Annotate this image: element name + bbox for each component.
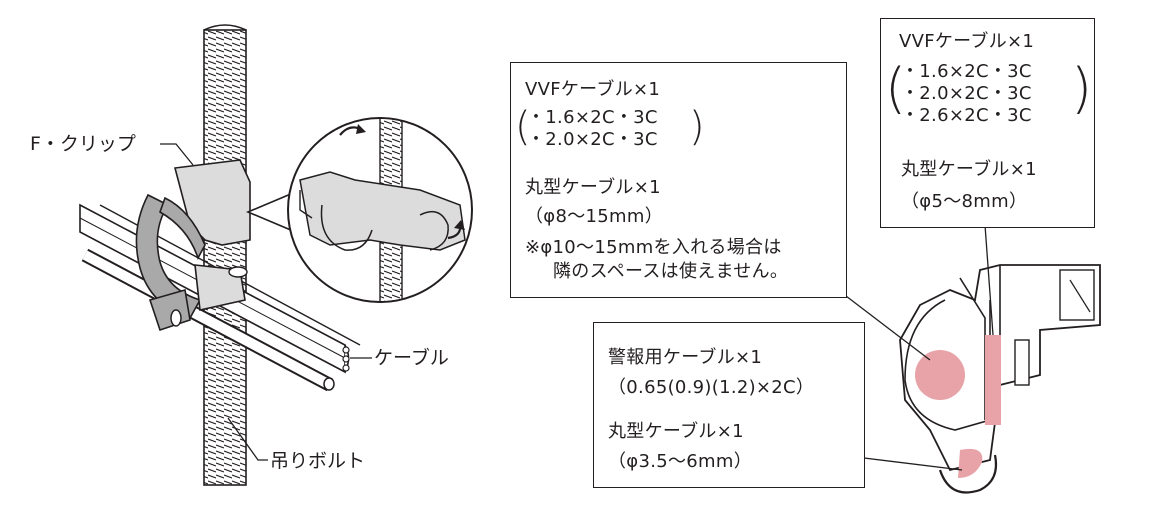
leader-hanging-bolt: [227, 417, 268, 461]
cable-label: ケーブル: [374, 347, 449, 369]
spec-box-alarm-cable: 警報用ケーブル×1 （0.65(0.9)(1.2)×2C） 丸型ケーブル×1 （…: [593, 322, 865, 488]
leader-box1: [845, 295, 931, 361]
box1-open-paren: (: [515, 104, 531, 150]
rotate-arrow-icon: [339, 124, 366, 136]
box2-line4: ・2.6×2C・3C: [901, 105, 1032, 126]
box1-line3: ・2.0×2C・3C: [527, 129, 658, 150]
box2-line1: VVFケーブル×1: [899, 31, 1035, 52]
box2-line6: （φ5〜8mm）: [901, 191, 1028, 212]
spec-box-middle-cable: VVFケーブル×1 ( ・1.6×2C・3C ・2.0×2C・3C ・2.6×2…: [880, 18, 1095, 228]
f-clip: [135, 159, 251, 332]
box1-close-paren: ): [689, 104, 705, 150]
box3-line4: （φ3.5〜6mm）: [608, 451, 753, 472]
box3-line2: （0.65(0.9)(1.2)×2C）: [608, 377, 815, 398]
box3-line3: 丸型ケーブル×1: [608, 421, 744, 442]
rotate-arrow-icon: [447, 220, 465, 240]
f-clip-label: F・クリップ: [30, 133, 136, 155]
magnified-view: [245, 117, 473, 303]
box1-line6: ※φ10〜15mmを入れる場合は: [525, 237, 782, 258]
leader-box2: [984, 224, 994, 336]
round-cable: [81, 248, 335, 392]
box3-line1: 警報用ケーブル×1: [608, 347, 763, 368]
box2-line3: ・2.0×2C・3C: [901, 83, 1032, 104]
leader-f-clip: [160, 143, 194, 166]
spec-box-large-cable: VVFケーブル×1 ( ・1.6×2C・3C ・2.0×2C・3C ) 丸型ケー…: [510, 62, 847, 298]
clip-cross-section: [899, 264, 1101, 494]
leader-box3: [863, 457, 963, 471]
hanging-bolt: [203, 24, 247, 486]
hanging-bolt-label: 吊りボルト: [270, 450, 366, 472]
box1-line2: ・1.6×2C・3C: [527, 107, 658, 128]
box2-line2: ・1.6×2C・3C: [901, 61, 1032, 82]
box1-line1: VVFケーブル×1: [525, 79, 661, 100]
box1-line5: （φ8〜15mm）: [525, 206, 663, 227]
box1-line7: 隣のスペースは使えません。: [553, 261, 789, 282]
box2-close-paren: ): [1071, 57, 1093, 120]
box2-open-paren: (: [885, 57, 907, 120]
box2-line5: 丸型ケーブル×1: [901, 159, 1037, 180]
box1-line4: 丸型ケーブル×1: [525, 177, 661, 198]
